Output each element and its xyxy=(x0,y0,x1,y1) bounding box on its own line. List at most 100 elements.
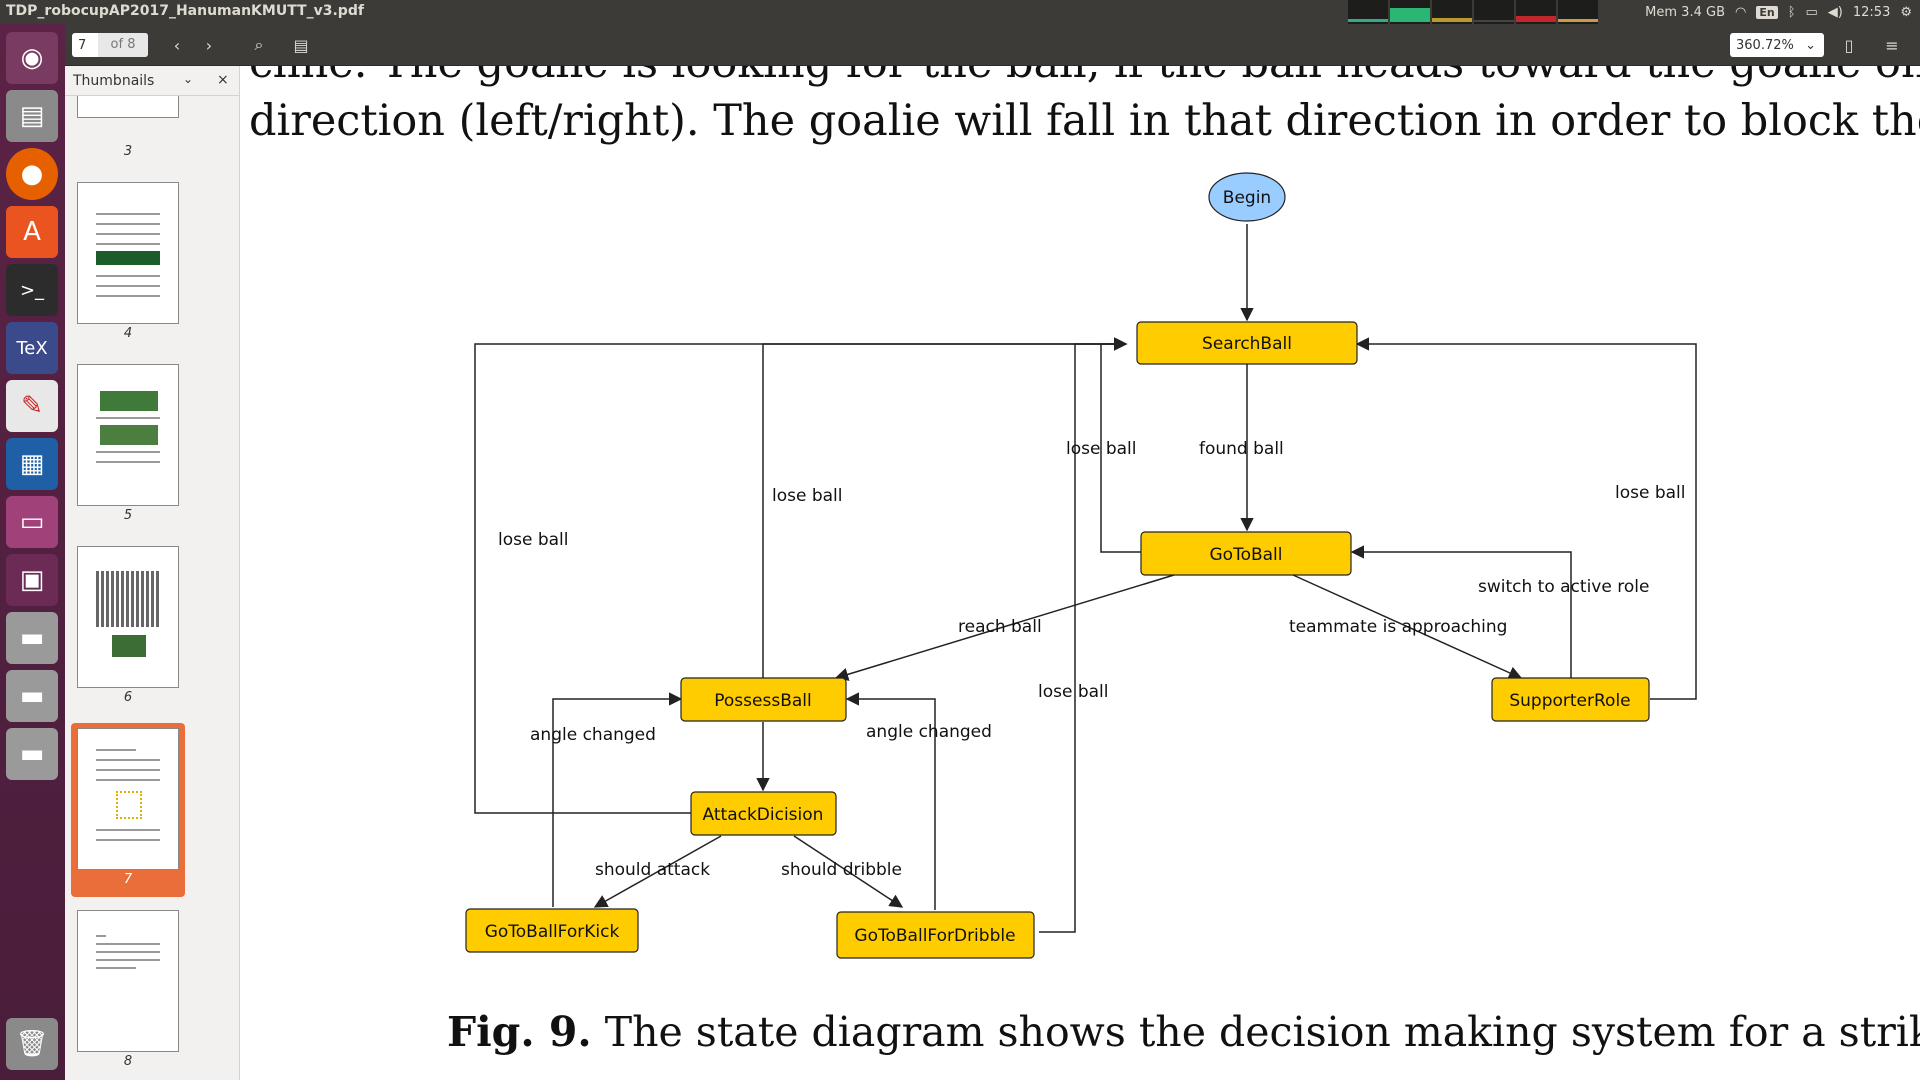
gear-icon[interactable]: ⚙ xyxy=(1900,4,1912,20)
edge-label: lose ball xyxy=(772,486,843,506)
edge-label: switch to active role xyxy=(1478,577,1649,597)
thumbnails-sidebar: Thumbnails ⌄ × 3 4 5 6 xyxy=(65,66,240,1080)
trash-icon[interactable]: 🗑 xyxy=(6,1018,58,1070)
page-label: 6 xyxy=(123,690,133,705)
edge-supporter-search-lose xyxy=(1355,337,1697,700)
edge-label: lose ball xyxy=(498,530,569,550)
search-button[interactable]: ⌕ xyxy=(245,33,273,57)
edge-attack-search-lose xyxy=(474,337,1128,814)
caption-text: The state diagram shows the decision mak… xyxy=(591,1008,1920,1056)
bluetooth-icon[interactable]: ᛒ xyxy=(1787,4,1796,20)
state-attackdicision: AttackDicision xyxy=(690,791,837,836)
chevron-down-icon: ⌄ xyxy=(1805,37,1816,53)
sidebar-header: Thumbnails ⌄ × xyxy=(65,66,239,96)
state-gotoballforkick: GoToBallForKick xyxy=(465,908,639,953)
battery-icon[interactable]: ▭ xyxy=(1805,4,1818,20)
disk-graph xyxy=(1558,0,1598,24)
svg-text:PossessBall: PossessBall xyxy=(714,691,811,711)
edge-dribble-search-lose xyxy=(1039,337,1128,933)
edge-label: angle changed xyxy=(866,722,992,742)
terminal-icon[interactable]: >_ xyxy=(6,264,58,316)
edge-label: found ball xyxy=(1199,439,1284,459)
svg-text:GoToBallForDribble: GoToBallForDribble xyxy=(854,926,1015,946)
page-thumbnail-current[interactable] xyxy=(77,728,179,870)
edge-label: reach ball xyxy=(958,617,1042,637)
state-supporterrole: SupporterRole xyxy=(1491,677,1650,722)
writer-icon[interactable]: ▦ xyxy=(6,438,58,490)
edge-kick-possess xyxy=(552,692,683,907)
edge-goto-possess xyxy=(834,574,1175,681)
svg-text:GoToBallForKick: GoToBallForKick xyxy=(485,922,620,942)
network-graph xyxy=(1432,0,1472,24)
window-app-icon[interactable]: ▭ xyxy=(6,496,58,548)
edge-goto-supporter xyxy=(1292,574,1523,680)
svg-text:GoToBall: GoToBall xyxy=(1210,545,1283,565)
state-possessball: PossessBall xyxy=(680,677,847,722)
body-text-line: cline. The goalie is looking for the bal… xyxy=(249,66,1920,88)
edge-label: angle changed xyxy=(530,725,656,745)
document-view[interactable]: cline. The goalie is looking for the bal… xyxy=(241,66,1920,1080)
firefox-icon[interactable]: ● xyxy=(6,148,58,200)
zoom-value: 360.72% xyxy=(1736,37,1794,53)
page-thumbnail[interactable] xyxy=(77,546,179,688)
annotations-button[interactable]: ▤ xyxy=(287,33,315,57)
keyboard-language-indicator[interactable]: En xyxy=(1756,5,1778,19)
launcher: ◉ ▤ ● A >_ TeX ✎ ▦ ▭ ▣ ▬ ▬ ▬ 🗑 xyxy=(0,24,65,1080)
volume-icon[interactable]: ◀) xyxy=(1827,4,1843,20)
chevron-right-icon: › xyxy=(205,35,213,55)
page-label: 3 xyxy=(123,144,133,159)
ubuntu-dash-icon[interactable]: ◉ xyxy=(6,32,58,84)
files-icon[interactable]: ▤ xyxy=(6,90,58,142)
edge-label: lose ball xyxy=(1066,439,1137,459)
edge-attack-kick xyxy=(593,835,722,908)
svg-text:AttackDicision: AttackDicision xyxy=(703,805,824,825)
edge-label: should dribble xyxy=(781,860,902,880)
figure-caption: Fig. 9. The state diagram shows the deci… xyxy=(447,1008,1920,1056)
toolbar: 7 of 8 ‹ › ⌕ ▤ 360.72% ⌄ ▯ ≡ xyxy=(65,24,1920,66)
page-label: 5 xyxy=(123,508,133,523)
zoom-select[interactable]: 360.72% ⌄ xyxy=(1730,33,1824,57)
chevron-down-icon[interactable]: ⌄ xyxy=(183,72,194,86)
body-text-line: direction (left/right). The goalie will … xyxy=(249,96,1920,146)
drive-icon[interactable]: ▬ xyxy=(6,670,58,722)
edge-label: teammate is approaching xyxy=(1289,617,1507,637)
wifi-icon[interactable]: ◠ xyxy=(1734,4,1747,20)
view-mode-button[interactable]: ▯ xyxy=(1835,33,1863,57)
software-center-icon[interactable]: A xyxy=(6,206,58,258)
svg-text:SupporterRole: SupporterRole xyxy=(1509,691,1630,711)
previous-page-button[interactable]: ‹ xyxy=(163,33,191,57)
close-icon[interactable]: × xyxy=(217,72,229,88)
page-total-label: of 8 xyxy=(98,33,148,57)
page-label: 8 xyxy=(123,1054,133,1069)
menu-button[interactable]: ≡ xyxy=(1878,33,1906,57)
state-gotoballfordribble: GoToBallForDribble xyxy=(836,911,1035,959)
page-number-field[interactable]: 7 of 8 xyxy=(72,33,148,57)
page-thumbnail[interactable] xyxy=(77,182,179,324)
edge-possess-search-lose xyxy=(762,337,1128,680)
sidebar-mode-label[interactable]: Thumbnails xyxy=(73,73,155,89)
workspaces-icon[interactable]: ▣ xyxy=(6,554,58,606)
swap-graph xyxy=(1474,0,1514,24)
document-icon: ▤ xyxy=(293,35,309,55)
window-title: TDP_robocupAP2017_HanumanKMUTT_v3.pdf xyxy=(6,3,364,19)
state-searchball: SearchBall xyxy=(1136,321,1358,365)
edge-label: lose ball xyxy=(1038,682,1109,702)
texmaker-icon[interactable]: TeX xyxy=(6,322,58,374)
page-thumbnail[interactable] xyxy=(77,910,179,1052)
pdf-viewer-icon[interactable]: ✎ xyxy=(6,380,58,432)
search-icon: ⌕ xyxy=(254,35,264,54)
caption-label: Fig. 9. xyxy=(447,1008,592,1056)
page-thumbnail[interactable] xyxy=(77,364,179,506)
edge-attack-dribble xyxy=(793,835,904,908)
edge-label: should attack xyxy=(595,860,710,880)
system-monitor[interactable] xyxy=(1348,0,1598,24)
drive-icon[interactable]: ▬ xyxy=(6,728,58,780)
page-number-input[interactable]: 7 xyxy=(78,37,87,53)
svg-text:SearchBall: SearchBall xyxy=(1202,334,1292,354)
svg-text:Begin: Begin xyxy=(1223,188,1271,208)
clock[interactable]: 12:53 xyxy=(1852,4,1891,20)
next-page-button[interactable]: › xyxy=(195,33,223,57)
drive-icon[interactable]: ▬ xyxy=(6,612,58,664)
cpu-graph xyxy=(1348,0,1388,24)
top-panel: TDP_robocupAP2017_HanumanKMUTT_v3.pdf Me… xyxy=(0,0,1920,24)
